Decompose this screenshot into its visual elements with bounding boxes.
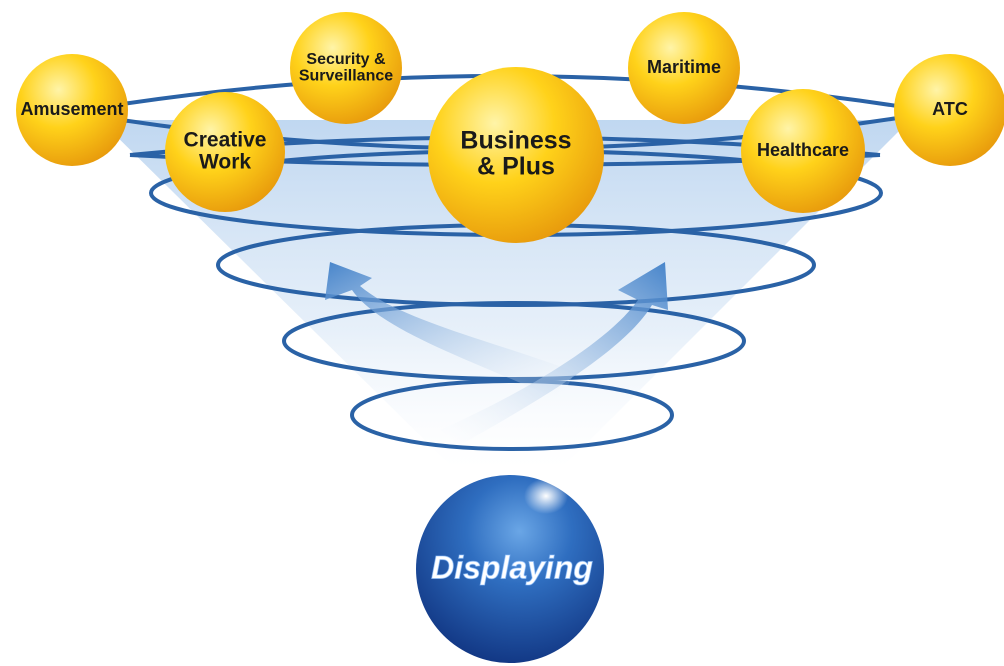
node-healthcare: Healthcare <box>741 89 865 213</box>
node-security-label: Security & <box>306 51 386 68</box>
node-maritime-sphere <box>628 12 740 124</box>
node-amusement-label: Amusement <box>20 99 123 119</box>
funnel-cone <box>100 120 910 470</box>
node-business-sphere <box>428 67 604 243</box>
ring-4 <box>350 379 674 451</box>
displaying-node: Displaying <box>416 475 604 663</box>
node-spheres: Amusement Security &Surveillance MaritimeA… <box>16 12 1004 243</box>
displaying-label: Displaying <box>431 549 593 585</box>
displaying-highlight <box>524 478 568 514</box>
node-amusement: Amusement <box>16 54 128 166</box>
node-business: Business& Plus <box>428 67 604 243</box>
node-atc: ATC <box>894 54 1004 166</box>
node-security: Security &Surveillance <box>290 12 402 124</box>
displaying-sphere <box>416 475 604 663</box>
curved-arrow-left <box>325 262 575 400</box>
node-creative-sphere <box>165 92 285 212</box>
node-business-label: Business <box>460 126 571 154</box>
node-healthcare-sphere <box>741 89 865 213</box>
node-healthcare-label: Healthcare <box>757 140 849 160</box>
node-creative-label: Work <box>199 151 251 174</box>
node-security-label: Surveillance <box>299 68 393 85</box>
node-amusement-sphere <box>16 54 128 166</box>
node-security-sphere <box>290 12 402 124</box>
node-atc-label: ATC <box>932 99 968 119</box>
node-business-label: & Plus <box>477 153 555 181</box>
node-maritime: Maritime <box>628 12 740 124</box>
node-atc-sphere <box>894 54 1004 166</box>
node-creative-label: Creative <box>184 129 267 152</box>
curved-arrow-right <box>440 262 668 445</box>
node-maritime-label: Maritime <box>647 57 721 77</box>
